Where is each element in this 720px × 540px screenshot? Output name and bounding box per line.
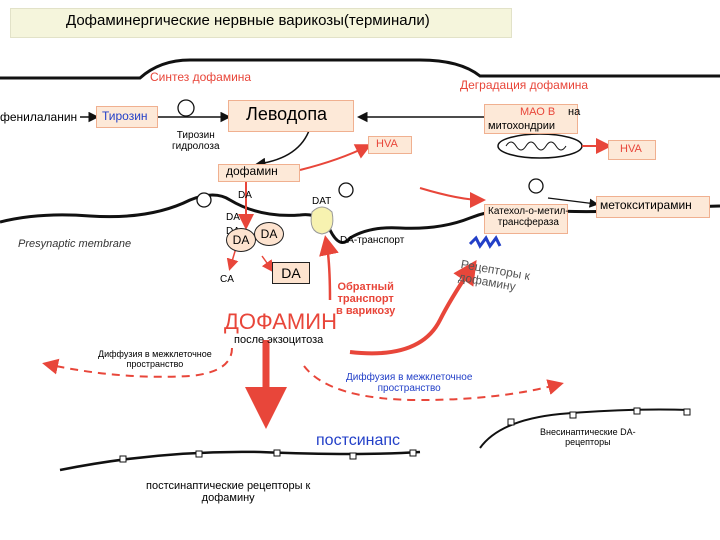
phenylalanine-label: фенилаланин	[0, 110, 78, 124]
receptor-square	[569, 411, 577, 419]
da-transporter-icon	[310, 206, 334, 235]
da-transport-label: DA-транспорт	[340, 235, 405, 246]
enzyme-step-1-icon	[177, 99, 195, 117]
upper-membrane	[0, 58, 720, 80]
hva-right-box	[608, 140, 656, 160]
methoxytyramine-box	[596, 196, 710, 218]
arrow-levodopa-dopamine	[255, 127, 311, 169]
da-cleft-box: DA	[272, 262, 310, 284]
hva-right-label: HVA	[620, 143, 642, 155]
degradation-header: Деградация дофамина	[460, 78, 589, 92]
dopamine-label: дофамин	[226, 164, 278, 178]
maob-suffix: на	[568, 106, 581, 118]
receptor-square	[633, 407, 641, 415]
receptor-square	[409, 449, 417, 457]
arrow-comt-to-methoxy	[547, 197, 599, 208]
presynaptic-label: Presynaptic membrane	[18, 238, 132, 250]
postsynaptic-membrane	[59, 450, 421, 472]
after-exocytosis-label: после экзоцитоза	[234, 334, 324, 346]
postsynapse-label: постсинапс	[316, 432, 401, 449]
enzyme-step-6-icon	[528, 178, 544, 194]
dat-label: DAT	[312, 196, 332, 207]
mitochondrion-icon	[497, 133, 583, 159]
extrasynaptic-receptors-label: Внесинаптические DA- рецепторы	[540, 427, 636, 447]
hva-left-label: HVA	[376, 138, 398, 150]
arrow-reverse-transport	[349, 260, 477, 356]
page-title: Дофаминергические нервные варикозы(терми…	[66, 12, 430, 29]
maob-label: МАО В	[520, 106, 556, 118]
receptor-square	[195, 450, 203, 458]
dopamine-box	[218, 164, 300, 182]
maob-box	[484, 104, 578, 134]
ca-left-label: CA	[220, 274, 234, 285]
arrow-into-terminal	[319, 235, 339, 301]
comt-label: Катехол-о-метил- трансфераза	[488, 206, 569, 228]
arrow-to-ca-right	[261, 255, 274, 273]
dopamine-big-label: ДОФАМИН	[224, 309, 337, 334]
diffusion-right-label: Диффузия в межклеточное пространство	[346, 372, 473, 394]
receptor-squiggle-icon	[468, 235, 502, 249]
enzyme-step-5-icon	[338, 182, 354, 198]
receptor-square	[349, 452, 357, 460]
arrow-to-ca-left	[226, 247, 239, 271]
arrow-to-methoxytyramine	[419, 187, 486, 208]
da-vesicle-right: DA	[254, 222, 284, 246]
receptor-square	[273, 449, 281, 457]
extrasynaptic-membrane	[479, 408, 691, 449]
receptor-square	[507, 418, 515, 426]
receptor-square	[119, 455, 127, 463]
da-vesicle-label-2: DA	[226, 212, 240, 223]
receptor-square	[683, 408, 691, 416]
levodopa-label: Леводопа	[246, 104, 328, 124]
mitochondria-label: митохондрии	[488, 120, 556, 132]
synthesis-header: Синтез дофамина	[150, 70, 252, 84]
arrow-dopamine-to-hva	[299, 144, 372, 171]
da-vesicle-label-1: DA	[238, 190, 252, 201]
da-vesicle-left: DA	[226, 228, 256, 252]
methoxytyramine-label: метокситирамин	[600, 198, 692, 212]
comt-box	[484, 204, 568, 234]
title-banner	[10, 8, 512, 38]
hva-left-box	[368, 136, 412, 154]
diffusion-left-label: Диффузия в межклеточное пространство	[98, 349, 212, 369]
diffusion-left-arrow	[42, 347, 233, 378]
reverse-transport-label: Обратный транспорт в варикозу	[336, 281, 396, 318]
levodopa-box	[228, 100, 354, 132]
tyrosine-box	[96, 106, 158, 128]
postsynaptic-receptors-label: постсинаптические рецепторы к дофамину	[146, 480, 311, 505]
tyrosine-hydroxylase-label: Тирозин гидролоза	[172, 130, 220, 152]
tyrosine-label: Тирозин	[102, 109, 148, 123]
enzyme-step-2-icon	[196, 192, 212, 208]
diffusion-right-arrow	[303, 365, 564, 402]
